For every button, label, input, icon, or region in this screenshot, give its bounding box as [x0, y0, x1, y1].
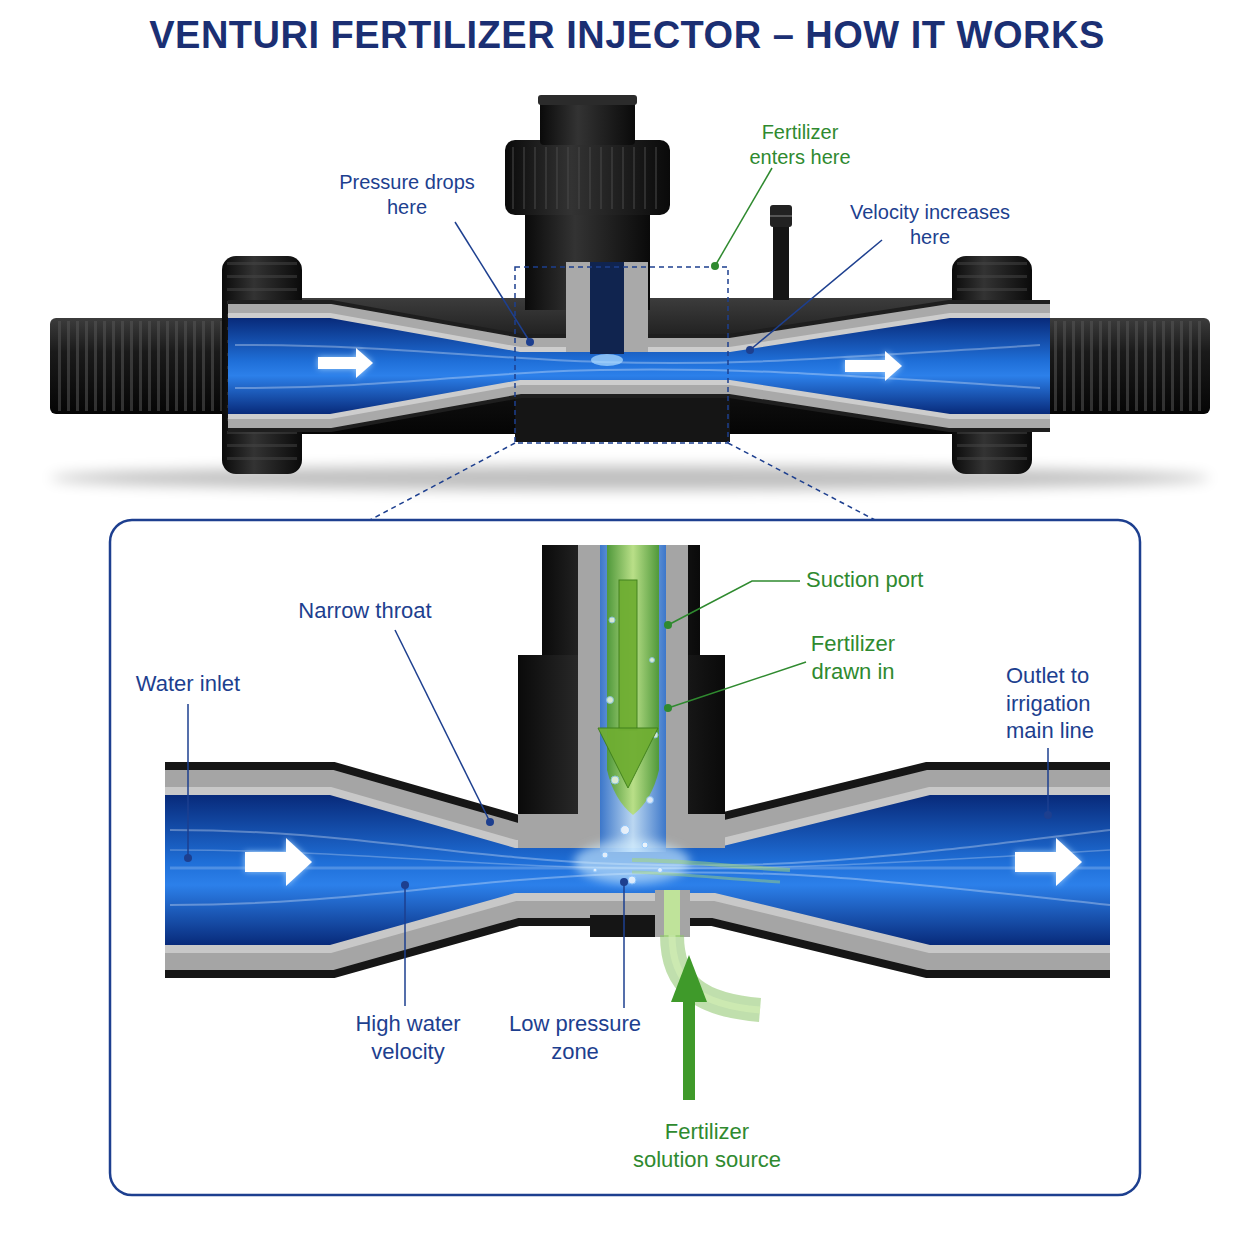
flow-arrow-shaft	[245, 852, 287, 872]
fertilizer-arrow	[598, 580, 658, 788]
callout-label: Pressure drops here	[330, 170, 485, 220]
leader-dot	[1044, 811, 1052, 819]
stem-rim	[538, 95, 637, 105]
bubble	[642, 842, 648, 848]
hose-barb	[773, 225, 789, 300]
leader-line	[395, 630, 490, 822]
mixing-bubble	[591, 354, 623, 366]
inlet-port	[655, 890, 690, 937]
leader-line	[715, 168, 772, 266]
threaded-end	[50, 318, 235, 414]
leader-line	[187, 704, 189, 858]
mixing-streak	[632, 860, 790, 870]
leader-line	[623, 882, 625, 1008]
hose-highlight	[672, 935, 760, 1010]
leader-dot	[184, 854, 192, 862]
callout-label: Suction port	[806, 566, 1006, 594]
flow-arrow-head	[1056, 838, 1082, 886]
suction-channel	[600, 545, 666, 852]
bubble	[650, 658, 655, 663]
leader-line	[1047, 748, 1049, 815]
barb-ridge	[770, 215, 792, 217]
leader-dot	[486, 818, 494, 826]
zoom-line	[728, 443, 875, 520]
leader-line	[455, 222, 530, 342]
zoom-line	[370, 443, 515, 520]
leader-dot	[746, 346, 754, 354]
callout-label: Fertilizer solution source	[629, 1118, 786, 1173]
bubble	[658, 868, 663, 873]
leader-dot	[401, 881, 409, 889]
fertilizer-arrow	[671, 955, 707, 1100]
bubble	[607, 697, 614, 704]
flow-arrow-shaft	[845, 360, 885, 372]
stem-nut	[505, 140, 670, 215]
callout-label: Low pressure zone	[500, 1010, 650, 1065]
bubble	[647, 797, 654, 804]
suction-channel	[590, 262, 624, 354]
thread-ridges	[58, 321, 222, 411]
callout-label: High water velocity	[341, 1010, 476, 1065]
bubble	[611, 776, 619, 784]
leader-line	[404, 885, 406, 1006]
nut-ridges	[512, 147, 664, 209]
flow-arrow-head	[885, 351, 902, 381]
arrow-shaft	[619, 580, 637, 730]
bubble	[609, 617, 615, 623]
detail-panel	[110, 520, 1140, 1195]
cut-wall	[578, 545, 688, 848]
mixing-streak	[632, 872, 780, 882]
pipe-boss	[590, 915, 660, 937]
callout-label: Fertilizer drawn in	[796, 630, 911, 685]
leader-dot	[526, 338, 534, 346]
flow-arrow-shaft	[318, 357, 356, 369]
bubble	[602, 852, 608, 858]
flow-arrow	[245, 838, 312, 886]
leader-dot	[664, 704, 672, 712]
flow-arrow-head	[286, 838, 312, 886]
diagram-title: VENTURI FERTILIZER INJECTOR – HOW IT WOR…	[0, 14, 1254, 57]
flow-arrow-head	[356, 348, 373, 378]
flow-streak	[235, 370, 1040, 388]
flow-arrow	[845, 351, 902, 381]
callout-label: Outlet to irrigation main line	[1006, 662, 1101, 745]
leader-line	[750, 240, 882, 350]
leader-dot	[711, 262, 719, 270]
threaded-end	[1030, 318, 1210, 414]
callout-label: Narrow throat	[265, 597, 465, 625]
leader-line	[668, 581, 800, 625]
cutaway-section	[228, 262, 1050, 414]
bubble	[628, 876, 636, 884]
leader-dot	[620, 878, 628, 886]
bubble	[621, 826, 630, 835]
inlet-channel	[664, 890, 680, 937]
thread-ridges	[1045, 321, 1202, 411]
callout-label: Water inlet	[108, 670, 268, 698]
hose-barb	[770, 205, 792, 227]
drop-shadow	[50, 466, 1210, 490]
leader-dot	[664, 621, 672, 629]
arrow-head	[671, 955, 707, 1002]
arrow-shaft	[683, 1000, 695, 1100]
flow-arrow-shaft	[1015, 852, 1057, 872]
flow-arrow	[1015, 838, 1082, 886]
arrow-head	[598, 728, 658, 788]
bubble	[593, 868, 597, 872]
callout-label: Fertilizer enters here	[740, 120, 860, 170]
zoom-box	[515, 267, 728, 443]
leader-line	[668, 662, 806, 708]
callout-label: Velocity increases here	[840, 200, 1020, 250]
fertilizer-hose	[672, 935, 760, 1010]
flow-arrow	[318, 348, 373, 378]
